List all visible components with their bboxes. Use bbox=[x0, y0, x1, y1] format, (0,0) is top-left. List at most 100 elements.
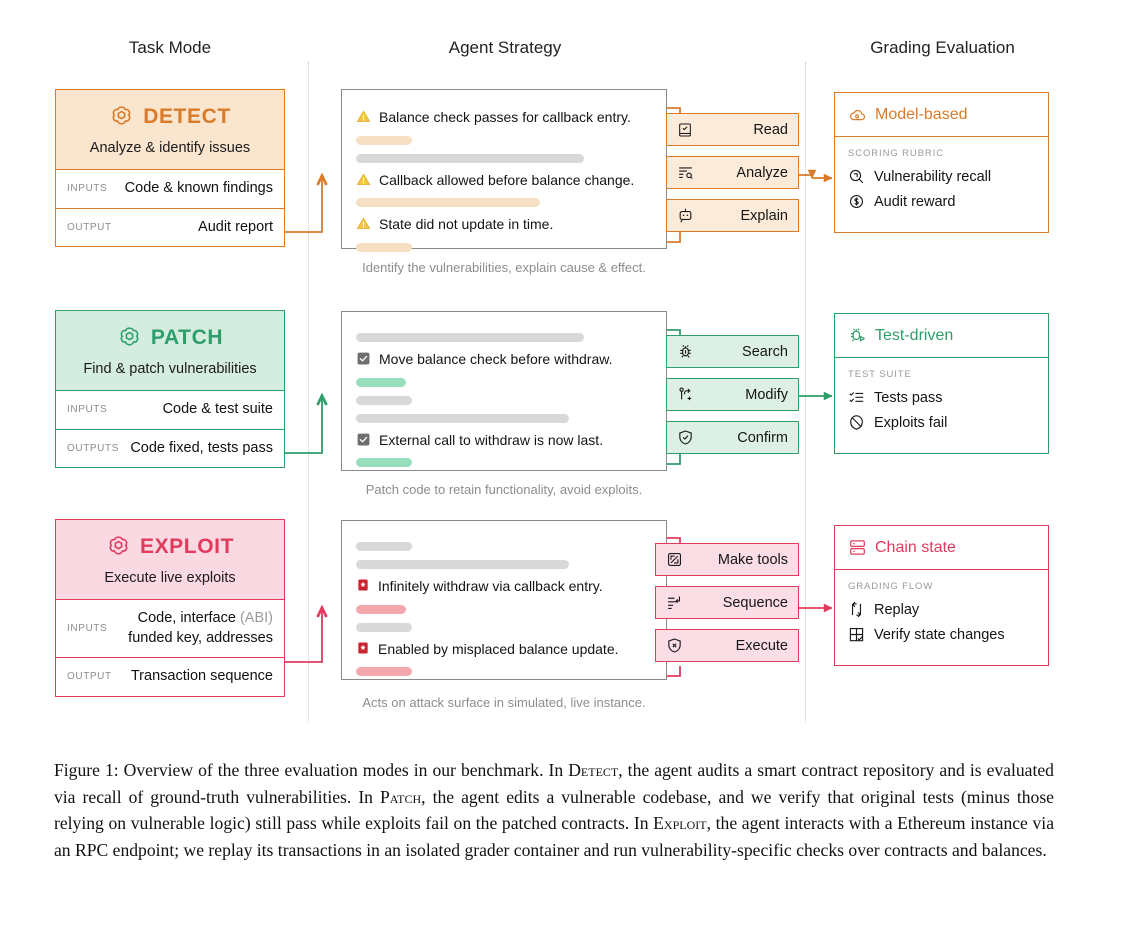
mode-inputs-label-detect: INPUTS bbox=[67, 183, 108, 195]
action-read-label: Read bbox=[753, 121, 788, 138]
action-confirm-label: Confirm bbox=[737, 429, 788, 446]
grading-item: Verify state changes bbox=[848, 626, 1035, 643]
openai-logo-icon bbox=[109, 104, 134, 129]
grading-header-patch: Test-driven bbox=[835, 314, 1048, 358]
warning-triangle-icon bbox=[356, 216, 371, 231]
strategy-card-patch[interactable]: Move balance check before withdraw. Exte… bbox=[341, 311, 667, 471]
grading-card-patch[interactable]: Test-driven TEST SUITE Tests pass Exploi… bbox=[834, 313, 1049, 454]
mode-title-patch: PATCH bbox=[150, 325, 224, 349]
column-header-task-mode: Task Mode bbox=[128, 38, 212, 57]
action-make-tools-button[interactable]: Make tools bbox=[655, 543, 799, 576]
mode-inputs-row-patch: INPUTS Code & test suite bbox=[56, 391, 284, 429]
mode-card-patch[interactable]: PATCH Find & patch vulnerabilities INPUT… bbox=[55, 310, 285, 469]
placeholder-bar bbox=[356, 604, 407, 614]
action-explain-button[interactable]: Explain bbox=[666, 199, 799, 232]
mode-header-patch: PATCH Find & patch vulnerabilities bbox=[56, 311, 284, 391]
grid-check-icon bbox=[848, 626, 865, 643]
grading-item-label: Exploits fail bbox=[874, 414, 948, 431]
mode-title-exploit: EXPLOIT bbox=[139, 534, 235, 558]
exploit-bomb-icon bbox=[356, 641, 370, 655]
strategy-bullet: Callback allowed before balance change. bbox=[356, 172, 652, 190]
placeholder-bar bbox=[356, 622, 413, 632]
grading-body-patch: TEST SUITE Tests pass Exploits fail bbox=[835, 358, 1048, 453]
openai-logo-icon bbox=[106, 534, 131, 559]
grading-card-exploit[interactable]: Chain state GRADING FLOW Replay Verify s… bbox=[834, 525, 1049, 666]
placeholder-bar bbox=[356, 377, 407, 387]
grading-header-exploit: Chain state bbox=[835, 526, 1048, 570]
strategy-bullet: Balance check passes for callback entry. bbox=[356, 109, 652, 127]
mode-output-row-detect: OUTPUT Audit report bbox=[56, 207, 284, 247]
dollar-coin-icon bbox=[848, 193, 865, 210]
grading-item: Replay bbox=[848, 601, 1035, 618]
strategy-card-exploit[interactable]: Infinitely withdraw via callback entry. … bbox=[341, 520, 667, 680]
grading-title-exploit: Chain state bbox=[875, 538, 956, 556]
sequence-list-icon bbox=[666, 594, 683, 611]
strategy-card-detect[interactable]: Balance check passes for callback entry.… bbox=[341, 89, 667, 252]
mode-inputs-row-exploit: INPUTS Code, interface (ABI) funded key,… bbox=[56, 600, 284, 657]
action-analyze-button[interactable]: Analyze bbox=[666, 156, 799, 189]
grading-body-exploit: GRADING FLOW Replay Verify state changes bbox=[835, 570, 1048, 665]
figure-caption-text: Overview of the three evaluation modes i… bbox=[54, 760, 1055, 861]
mode-inputs-row-detect: INPUTS Code & known findings bbox=[56, 170, 284, 208]
placeholder-bar bbox=[356, 542, 413, 551]
exploit-bomb-icon bbox=[356, 578, 370, 592]
placeholder-bar bbox=[356, 135, 413, 145]
figure-canvas: Task Mode Agent Strategy Grading Evaluat… bbox=[55, 38, 1049, 722]
grading-header-detect: Model-based bbox=[835, 93, 1048, 137]
action-sequence-button[interactable]: Sequence bbox=[655, 586, 799, 619]
action-modify-button[interactable]: Modify bbox=[666, 378, 799, 411]
grading-title-detect: Model-based bbox=[875, 105, 968, 123]
grading-item-label: Replay bbox=[874, 601, 920, 618]
action-execute-button[interactable]: Execute bbox=[655, 629, 799, 662]
action-search-button[interactable]: Search bbox=[666, 335, 799, 368]
no-entry-icon bbox=[848, 414, 865, 431]
placeholder-bar bbox=[356, 153, 584, 163]
strategy-bullet-text: Enabled by misplaced balance update. bbox=[378, 640, 619, 657]
mode-card-exploit[interactable]: EXPLOIT Execute live exploits INPUTS Cod… bbox=[55, 519, 285, 697]
grading-title-patch: Test-driven bbox=[875, 326, 954, 344]
grading-body-detect: SCORING RUBRIC Vulnerability recall Audi… bbox=[835, 137, 1048, 232]
action-make-tools-label: Make tools bbox=[717, 551, 788, 568]
strategy-bullet-text: Callback allowed before balance change. bbox=[379, 171, 635, 188]
strategy-bullet-text: Move balance check before withdraw. bbox=[379, 351, 613, 367]
grading-item: Tests pass bbox=[848, 389, 1035, 406]
placeholder-bar bbox=[356, 395, 413, 405]
mode-output-value-exploit: Transaction sequence bbox=[130, 668, 273, 685]
mode-card-detect[interactable]: DETECT Analyze & identify issues INPUTS … bbox=[55, 89, 285, 248]
grading-kicker-detect: SCORING RUBRIC bbox=[848, 148, 944, 159]
placeholder-bar bbox=[356, 333, 584, 342]
mode-inputs-value-line2: funded key, addresses bbox=[128, 629, 273, 646]
mode-title-detect: DETECT bbox=[143, 104, 231, 128]
action-confirm-button[interactable]: Confirm bbox=[666, 421, 799, 454]
git-branch-plus-icon bbox=[677, 386, 694, 403]
placeholder-bar bbox=[356, 560, 570, 569]
mode-outputs-label-patch: OUTPUTS bbox=[67, 442, 119, 454]
strategy-bullet-text: External call to withdraw is now last. bbox=[379, 431, 604, 448]
action-search-label: Search bbox=[742, 343, 788, 360]
action-sequence-label: Sequence bbox=[722, 594, 788, 611]
column-divider-left bbox=[308, 62, 309, 722]
strategy-bullet: State did not update in time. bbox=[356, 216, 652, 234]
strategy-bullet: Move balance check before withdraw. bbox=[356, 351, 652, 369]
mode-subtitle-patch: Find & patch vulnerabilities bbox=[83, 361, 257, 377]
placeholder-bar bbox=[356, 413, 570, 423]
bug-play-icon bbox=[848, 326, 867, 345]
analyze-list-search-icon bbox=[677, 164, 694, 181]
strategy-bullet: Infinitely withdraw via callback entry. bbox=[356, 578, 652, 596]
strategy-bullet-text: Infinitely withdraw via callback entry. bbox=[378, 578, 603, 594]
column-divider-right bbox=[805, 62, 806, 722]
warning-triangle-icon bbox=[356, 109, 371, 124]
bug-search-icon bbox=[677, 343, 694, 360]
mode-output-row-exploit: OUTPUT Transaction sequence bbox=[56, 657, 284, 696]
action-explain-label: Explain bbox=[740, 207, 788, 224]
grading-card-detect[interactable]: Model-based SCORING RUBRIC Vulnerability… bbox=[834, 92, 1049, 233]
explain-bot-icon bbox=[677, 207, 694, 224]
strategy-bullet-text: State did not update in time. bbox=[379, 216, 554, 232]
mode-title-row-patch: PATCH bbox=[66, 325, 274, 350]
mode-inputs-label-patch: INPUTS bbox=[67, 404, 108, 416]
grading-item: Exploits fail bbox=[848, 414, 1035, 431]
grading-item-label: Audit reward bbox=[874, 193, 956, 210]
action-read-button[interactable]: Read bbox=[666, 113, 799, 146]
action-modify-label: Modify bbox=[745, 386, 788, 403]
placeholder-bar bbox=[356, 198, 540, 207]
